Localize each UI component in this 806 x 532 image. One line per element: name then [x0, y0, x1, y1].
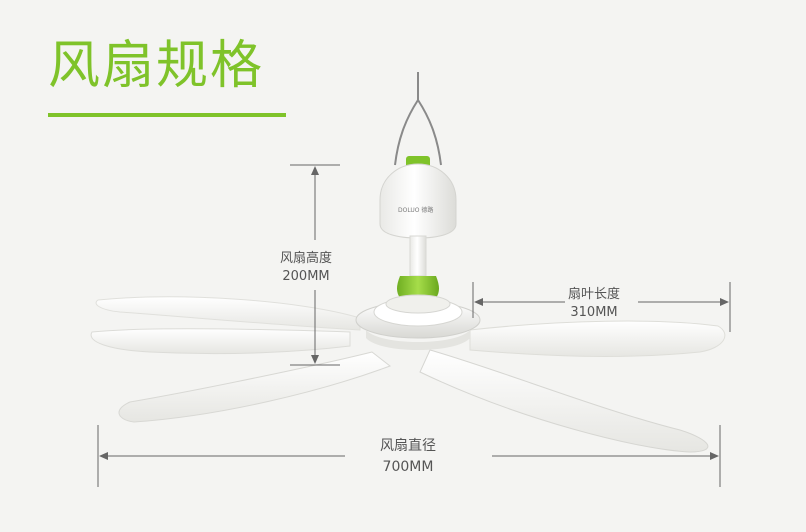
height-label: 风扇高度 200MM [280, 250, 332, 286]
height-dimension-line [290, 164, 340, 366]
page-title: 风扇规格 [48, 36, 265, 96]
title-underline [48, 113, 286, 117]
diameter-label: 风扇直径 700MM [380, 436, 436, 478]
diameter-label-name: 风扇直径 [380, 438, 436, 454]
motor-housing [379, 163, 457, 277]
blade-right [469, 320, 726, 357]
blade-left-back [95, 296, 361, 331]
fan-hub [355, 294, 481, 350]
diameter-dimension-line [97, 425, 721, 487]
fan-blades [90, 296, 726, 453]
diameter-label-value: 700MM [382, 459, 434, 475]
brand-print: DOLUO 德路 [398, 206, 433, 214]
height-label-name: 风扇高度 [280, 251, 333, 266]
blade-length-dimension-line [472, 282, 731, 332]
green-collar [397, 276, 439, 298]
height-label-value: 200MM [282, 269, 330, 284]
blade-front-left [118, 351, 392, 423]
hanging-hook [394, 72, 442, 166]
blade-length-label-name: 扇叶长度 [568, 287, 621, 302]
blade-length-label-value: 310MM [570, 305, 618, 320]
blade-left-front [90, 328, 351, 355]
blade-front-right [419, 349, 709, 453]
blade-length-label: 扇叶长度 310MM [568, 286, 620, 322]
